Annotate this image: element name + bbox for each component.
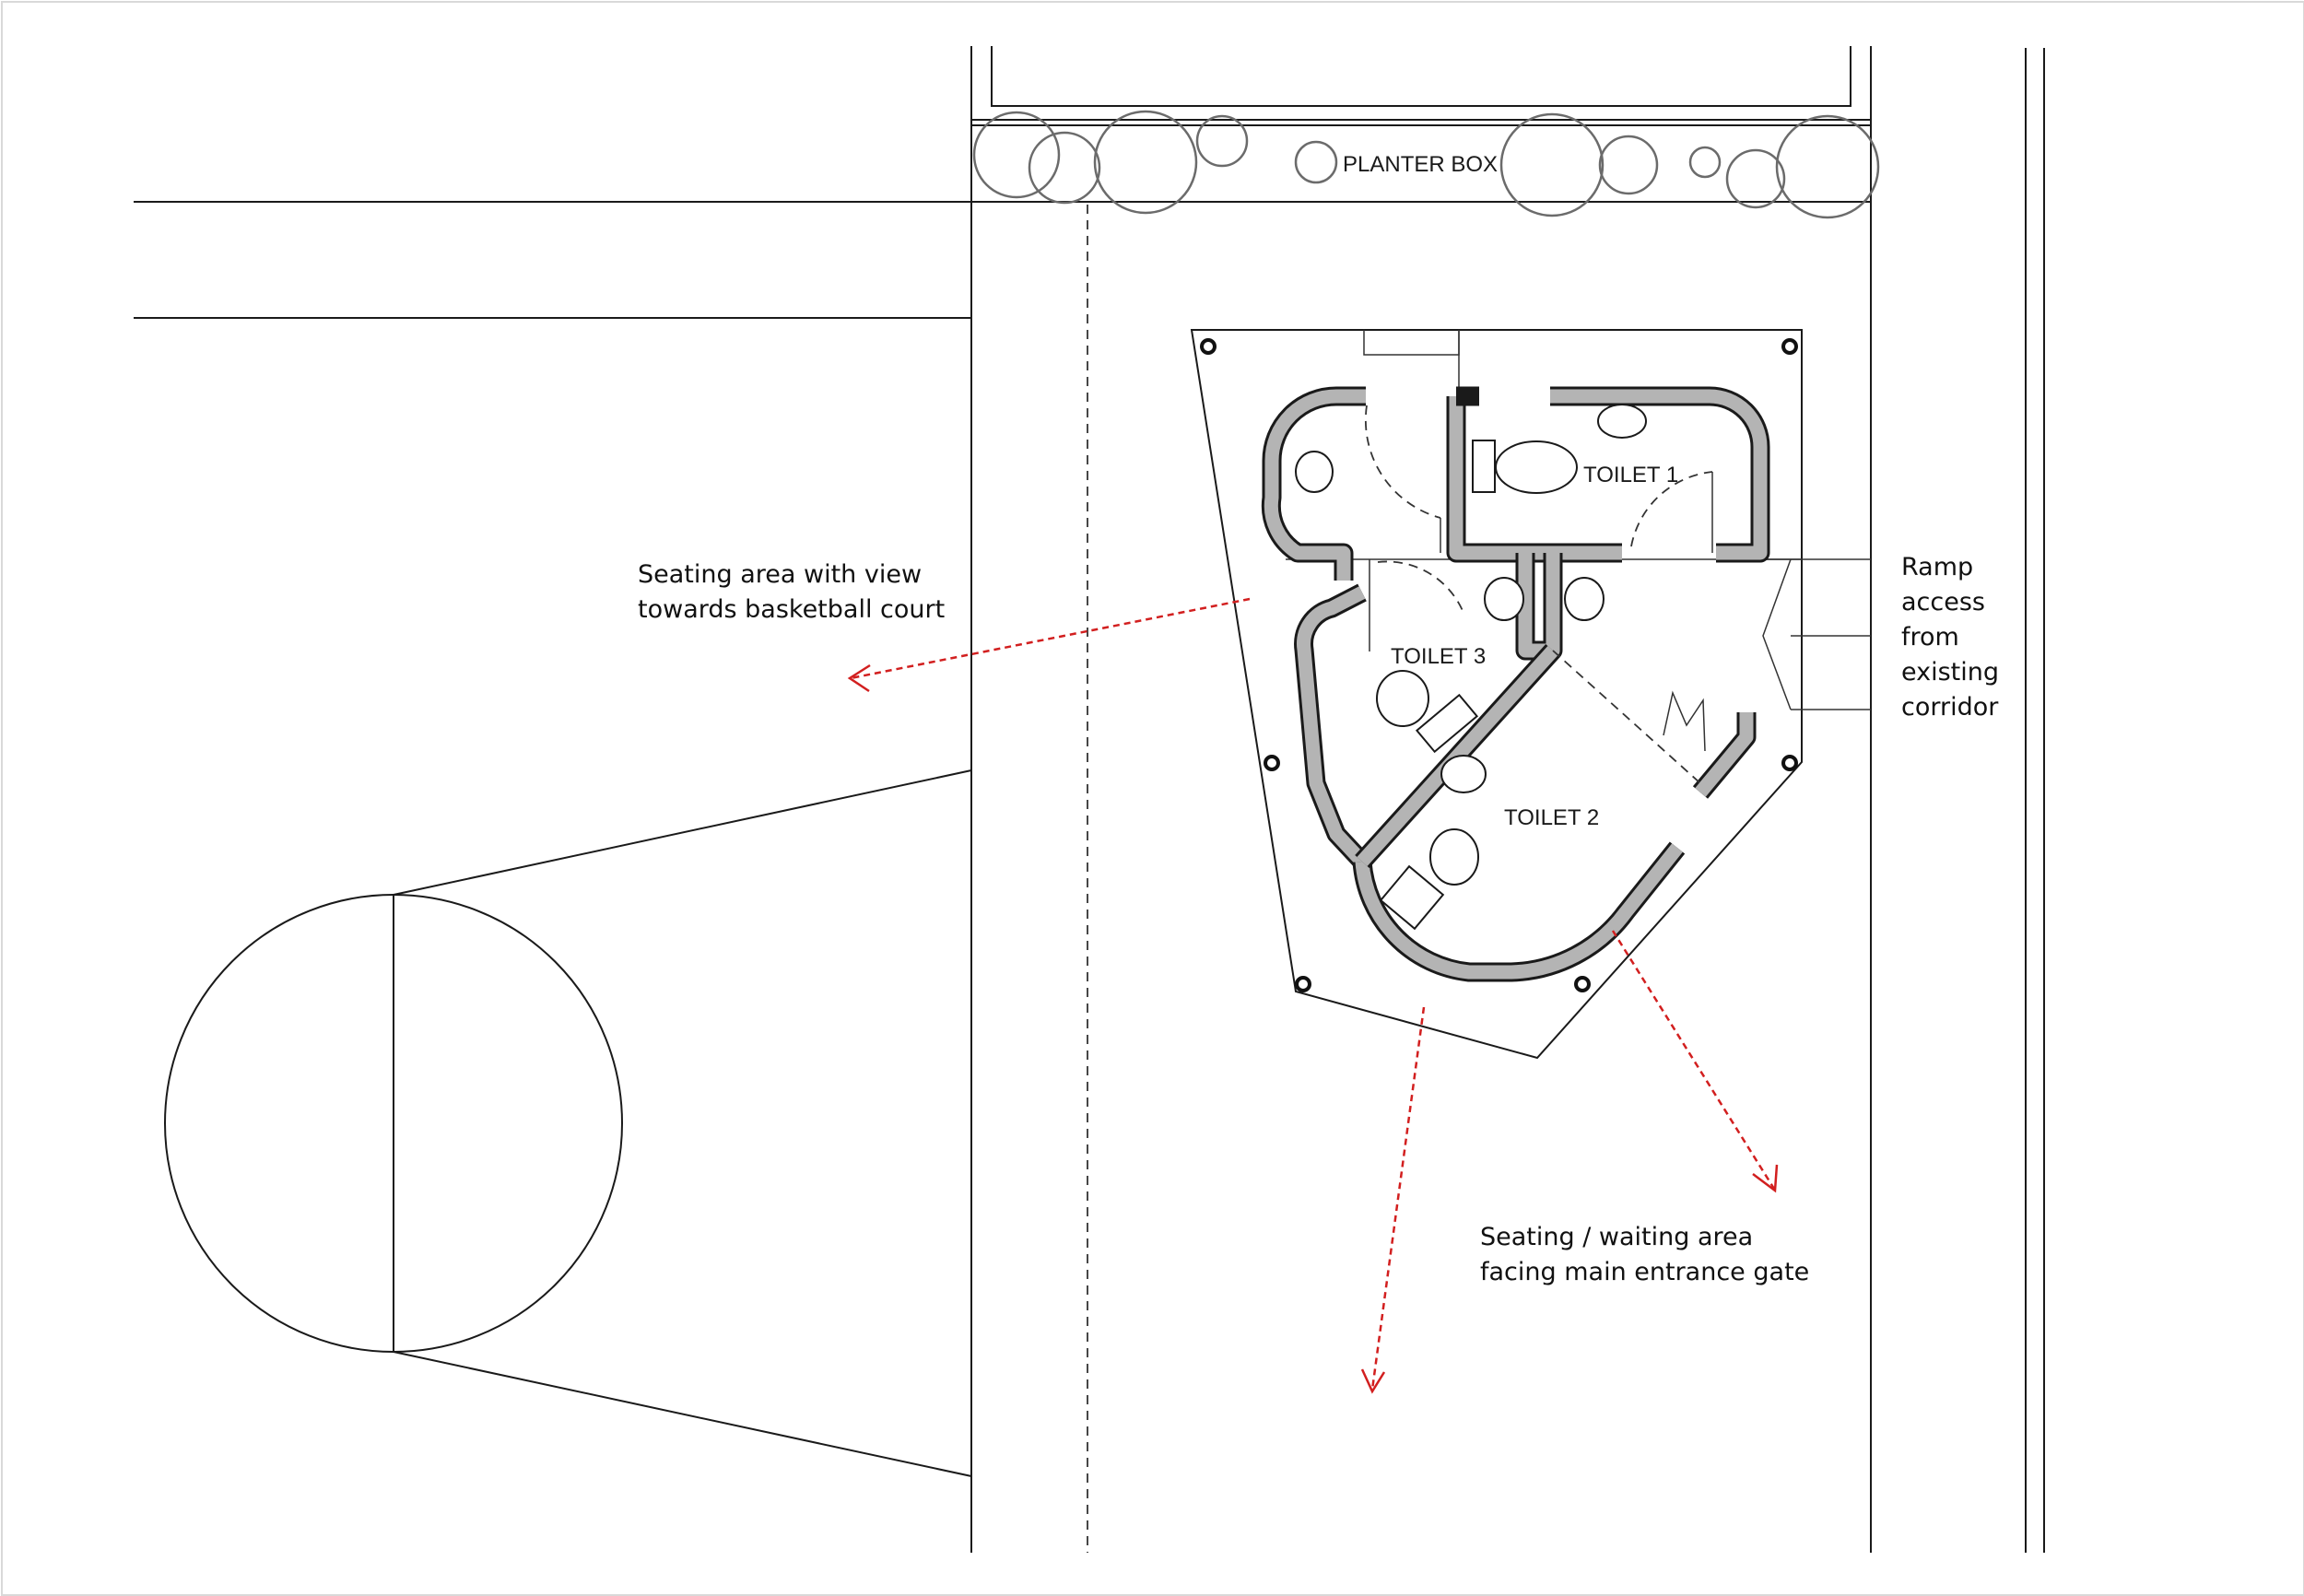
column-marker [1200,338,1217,355]
roof-outline [1190,329,1803,1060]
toilet2-east-wall-fill [1695,712,1754,797]
doors [1364,405,1713,784]
tree-circle [972,111,1061,199]
washroom-door-swing [1364,405,1441,519]
toilet-2-label: TOILET 2 [1504,805,1599,830]
entry-canopy-line [1363,330,1460,356]
column-marker [1781,755,1798,771]
toilet-3-label: TOILET 3 [1391,644,1486,669]
tree-circle [1499,112,1605,217]
basins [1295,404,1647,793]
ramp-edge-line [1762,558,1792,710]
site-boundary-lines [134,46,2045,1553]
building-outline-inner [991,46,1851,107]
tree-circle [1195,114,1249,168]
toilet1-wall-fill [1449,396,1622,560]
basin [1597,404,1647,439]
tree-circle [1093,110,1198,215]
basin [1295,451,1334,493]
toilet1-wall-fill [1550,389,1768,560]
tree-circle [1725,148,1786,209]
wc-tank [1415,693,1479,754]
wc-bowl [1376,670,1429,727]
wc-bowl [1429,828,1479,886]
column-marker [1264,755,1280,771]
basketball-court [134,317,972,1553]
view-arrow-court-head [847,663,871,693]
toilet2-curved-wall-fill [1355,843,1683,980]
tree-circle [1598,135,1659,195]
view-arrow-south-head [1360,1368,1386,1394]
toilet-1-label: TOILET 1 [1583,463,1678,487]
basin [1564,577,1605,621]
toilet2-door-swing [1552,650,1701,784]
basin [1440,755,1487,793]
building-outline-outer [970,46,1872,121]
planter-box-label: PLANTER BOX [1343,152,1498,177]
tree-circle [1775,114,1880,219]
toilet2-sliding-door-mark [1663,690,1706,752]
tree-circle [1028,131,1101,205]
tree-circle [1294,140,1338,184]
ramp-access-annotation: Ramp access from existing corridor [1901,553,2000,722]
toilet-fixtures [1376,440,1578,931]
toilet3-door-swing [1377,560,1464,614]
seating-gate-annotation: Seating / waiting area facing main entra… [1480,1223,1810,1286]
ramp [1762,558,1871,710]
pipe-duct-wall-fill [1518,553,1560,658]
tree-circle [1688,146,1722,179]
seating-court-annotation: Seating area with view towards basketbal… [638,560,946,624]
basin [1484,577,1524,621]
adjacent-building [970,46,1872,121]
court-key-line-top [393,769,972,896]
washroom-wall-fill [1264,389,1366,581]
column-marker [1574,976,1591,992]
toilet3-wall-fill [1297,586,1368,867]
wc-tank [1472,440,1496,493]
court-boundary [134,317,972,1553]
toilet-block: TOILET 1 TOILET 2 TOILET 3 [1190,329,1871,1060]
court-key-line-bottom [393,1351,972,1477]
column-marker [1781,338,1798,355]
view-arrow-south [1370,1006,1426,1391]
wc-tank [1379,864,1445,931]
view-arrow-gate [1611,930,1776,1190]
wc-bowl [1495,440,1578,494]
column-marker [1295,976,1311,992]
view-arrow-court [850,597,1251,680]
planter-box: PLANTER BOX [971,110,1880,219]
view-arrows [847,597,1779,1394]
column-markers [1200,338,1798,992]
view-arrow-gate-head [1752,1164,1779,1193]
